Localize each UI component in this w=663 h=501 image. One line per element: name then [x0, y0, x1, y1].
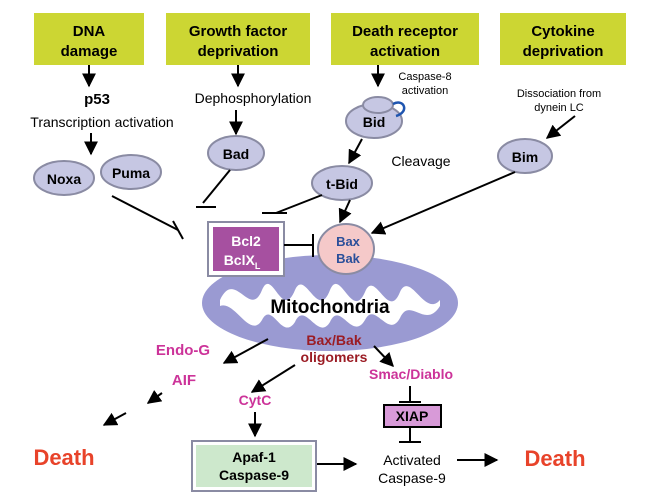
caspase8-line1: Caspase-8: [398, 71, 451, 83]
inhibit-bad: [202, 169, 231, 204]
node-bad: Bad: [207, 135, 265, 171]
inhibit-noxa-puma-bar: [172, 220, 184, 240]
inhibit-noxa-puma: [111, 195, 179, 231]
box-dna-damage-line2: damage: [61, 43, 118, 60]
arrow-bim-to-bax: [370, 171, 516, 235]
node-tbid-label: t-Bid: [326, 176, 358, 192]
arrow-aif-death-2: [102, 412, 127, 426]
node-apaf-line2: Caspase-9: [219, 467, 289, 483]
dynein-hook-icon: [392, 101, 406, 118]
oligomers-line1: Bax/Bak: [306, 332, 361, 348]
node-bcl2: Bcl2 BclXL: [207, 221, 285, 277]
node-baxbak: Bax Bak: [317, 223, 375, 275]
oligomers-line2: oligomers: [301, 349, 368, 365]
box-cytokine-line1: Cytokine: [531, 23, 594, 40]
node-baxbak-circle: [317, 223, 375, 275]
node-bid: Bid: [345, 96, 406, 139]
node-xiap-label: XIAP: [396, 408, 429, 424]
node-xiap: XIAP: [383, 404, 442, 428]
node-bim: Bim: [497, 138, 553, 174]
box-dna-damage: DNA damage: [34, 13, 144, 65]
box-dna-damage-line1: DNA: [73, 23, 106, 40]
node-tbid-oval: [311, 165, 373, 201]
dephosphorylation-label: Dephosphorylation: [195, 90, 312, 106]
node-noxa-oval: [33, 160, 95, 196]
inhibit-tbid: [275, 194, 323, 214]
node-bax-label: Bax: [336, 234, 361, 249]
box-death-receptor-line1: Death receptor: [352, 23, 458, 40]
mitochondria-inner-membrane: [220, 283, 440, 328]
box-death-receptor: Death receptor activation: [331, 13, 479, 65]
node-bclxl-main: BclX: [224, 252, 256, 268]
arrow-to-endog: [222, 338, 269, 364]
arrow-bid-to-tbid: [348, 138, 363, 165]
box-cytokine: Cytokine deprivation: [500, 13, 626, 65]
arrow-to-smac: [373, 345, 394, 368]
dissociation-line2: dynein LC: [534, 102, 584, 114]
transcription-label: Transcription activation: [30, 114, 173, 130]
caspase8-line2: activation: [402, 85, 448, 97]
endog-label: Endo-G: [156, 342, 210, 359]
arrow-dissociation-to-bim: [545, 115, 576, 139]
activated-caspase-line1: Activated: [383, 452, 441, 468]
mitochondria-label: Mitochondria: [270, 297, 390, 318]
node-noxa: Noxa: [33, 160, 95, 196]
node-bid-label: Bid: [363, 114, 386, 130]
box-growth-factor: Growth factor deprivation: [166, 13, 310, 65]
node-bclxl-label: BclXL: [224, 252, 261, 271]
box-death-receptor-bg: [331, 13, 479, 65]
activated-caspase-line2: Caspase-9: [378, 470, 446, 486]
node-bcl2-label: Bcl2: [231, 233, 261, 249]
box-growth-factor-bg: [166, 13, 310, 65]
cytc-label: CytC: [239, 392, 272, 408]
node-puma-label: Puma: [112, 165, 150, 181]
box-death-receptor-line2: activation: [370, 43, 440, 60]
node-bid-cap: [362, 96, 394, 114]
box-cytokine-bg: [500, 13, 626, 65]
node-tbid: t-Bid: [311, 165, 373, 201]
box-growth-factor-line2: deprivation: [198, 43, 279, 60]
smac-label: Smac/Diablo: [369, 366, 453, 382]
p53-label: p53: [84, 91, 110, 108]
node-noxa-label: Noxa: [47, 171, 81, 187]
node-bad-label: Bad: [223, 146, 249, 162]
node-bad-oval: [207, 135, 265, 171]
aif-label: AIF: [172, 372, 196, 389]
node-bclxl-sub: L: [255, 261, 261, 271]
node-puma-oval: [100, 154, 162, 190]
arrow-to-cytc: [250, 364, 296, 393]
node-apaf-bg: [196, 445, 312, 487]
death-left-label: Death: [33, 445, 94, 470]
mitochondria: Mitochondria: [202, 255, 458, 351]
box-growth-factor-line1: Growth factor: [189, 23, 287, 40]
dissociation-line1: Dissociation from: [517, 88, 601, 100]
arrow-aif-death-1: [146, 389, 163, 404]
death-right-label: Death: [524, 446, 585, 471]
node-bak-label: Bak: [336, 251, 361, 266]
node-bim-label: Bim: [512, 149, 538, 165]
node-bim-oval: [497, 138, 553, 174]
node-xiap-bg: [383, 404, 442, 428]
arrow-tbid-to-bax: [338, 199, 352, 224]
box-dna-damage-bg: [34, 13, 144, 65]
node-puma: Puma: [100, 154, 162, 190]
node-apaf-line1: Apaf-1: [232, 449, 276, 465]
cleavage-label: Cleavage: [391, 153, 450, 169]
node-bcl2-bg: [213, 227, 279, 271]
node-apaf: Apaf-1 Caspase-9: [191, 440, 317, 492]
box-cytokine-line2: deprivation: [523, 43, 604, 60]
